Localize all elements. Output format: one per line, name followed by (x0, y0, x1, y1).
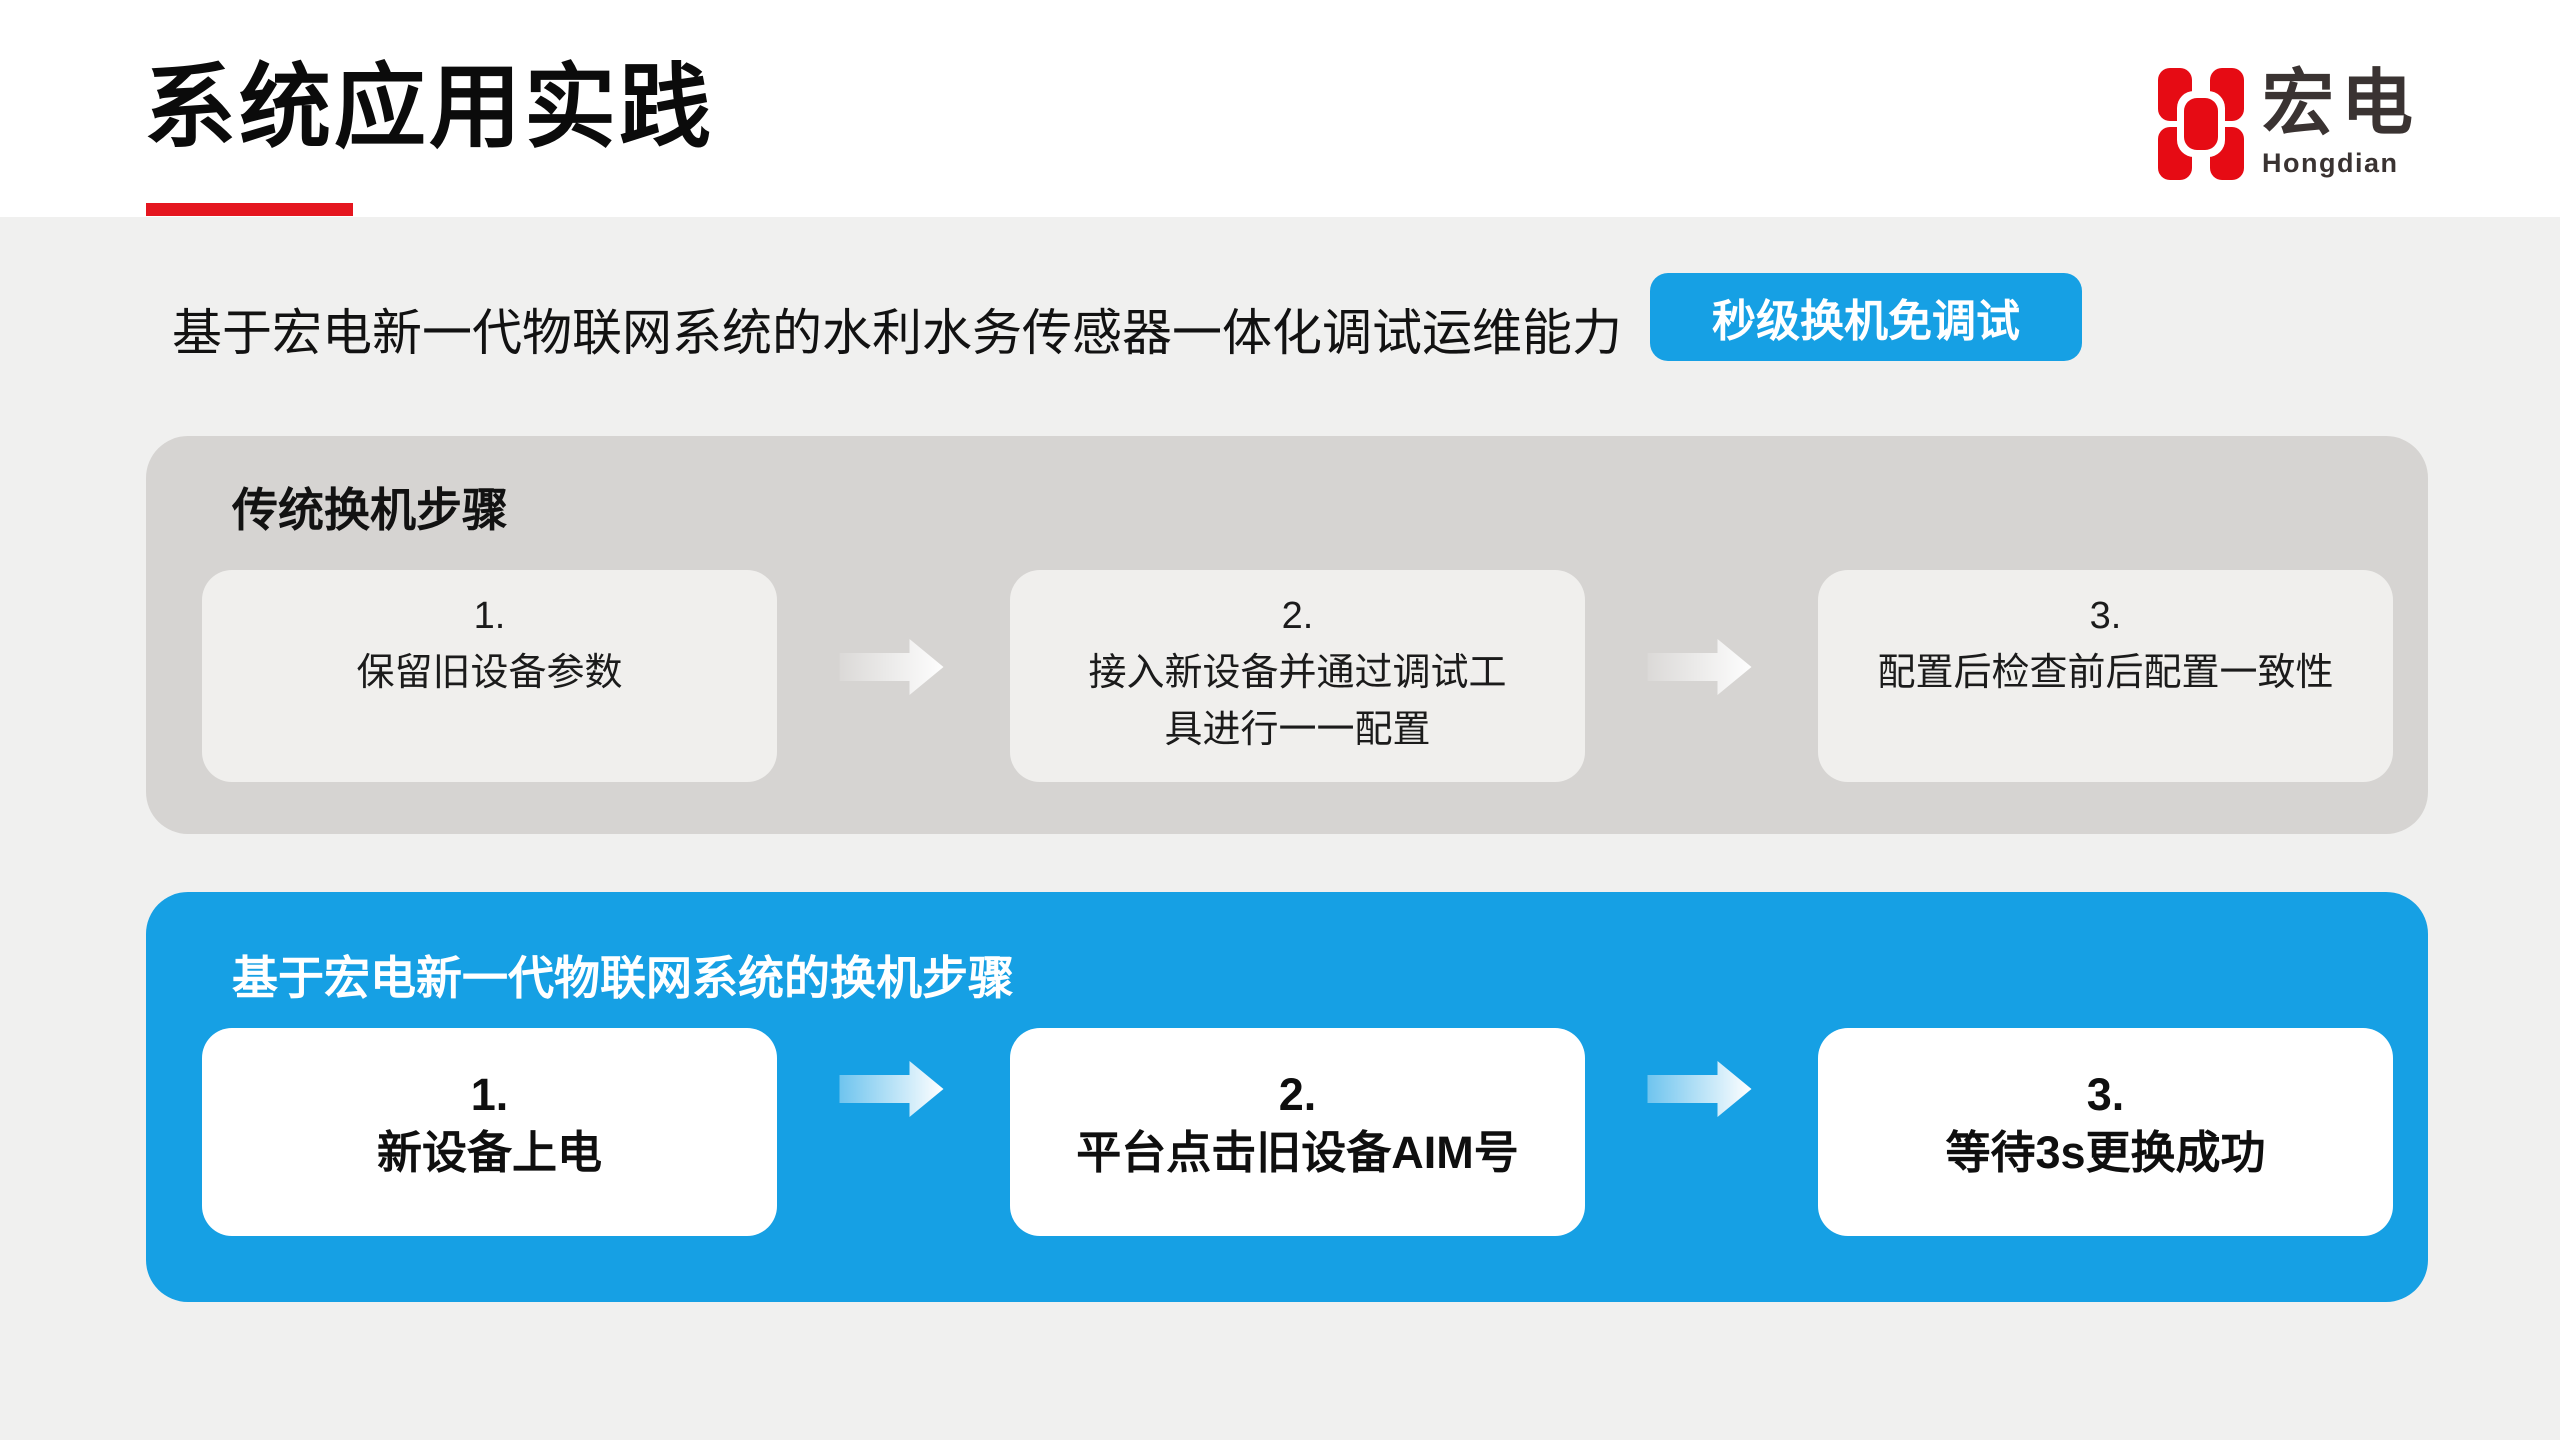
logo-name-cn: 宏电 (2262, 64, 2421, 144)
hongdian-h-icon (2158, 68, 2244, 180)
step-text: 保留旧设备参数 (356, 652, 623, 694)
hongdian-step-1-card: 1. 新设备上电 (202, 1028, 777, 1236)
logo-name-en: Hongdian (2262, 148, 2399, 178)
header-band: 系统应用实践 宏电 Hongdian (0, 0, 2560, 217)
step-number: 2. (1281, 595, 1314, 637)
arrow-right-icon (839, 639, 944, 695)
arrow-right-icon (839, 1061, 944, 1117)
step-number: 1. (470, 1069, 509, 1120)
step-number: 1. (473, 595, 506, 637)
traditional-step-1-card: 1. 保留旧设备参数 (202, 570, 777, 782)
traditional-flow-label: 传统换机步骤 (232, 484, 508, 536)
highlight-badge: 秒级换机免调试 (1650, 273, 2082, 361)
hongdian-step-3-card: 3. 等待3s更换成功 (1818, 1028, 2393, 1236)
title-underline (146, 203, 353, 216)
step-text: 配置后检查前后配置一致性 (1877, 652, 2334, 694)
step-number: 3. (2089, 595, 2122, 637)
step-text: 新设备上电 (376, 1127, 602, 1178)
logo-text: 宏电 Hongdian (2262, 68, 2420, 179)
traditional-step-2-card: 2. 接入新设备并通过调试工 具进行一一配置 (1010, 570, 1585, 782)
capability-subtitle: 基于宏电新一代物联网系统的水利水务传感器一体化调试运维能力 (172, 305, 1622, 361)
step-number: 2. (1278, 1069, 1317, 1120)
arrow-right-icon (1647, 1061, 1752, 1117)
arrow-right-icon (1647, 639, 1752, 695)
step-number: 3. (2086, 1069, 2125, 1120)
page-title: 系统应用实践 (144, 57, 715, 159)
hongdian-step-2-card: 2. 平台点击旧设备AIM号 (1010, 1028, 1585, 1236)
hongdian-logo: 宏电 Hongdian (2158, 68, 2420, 180)
traditional-step-3-card: 3. 配置后检查前后配置一致性 (1818, 570, 2393, 782)
hongdian-flow-panel: 基于宏电新一代物联网系统的换机步骤 1. 新设备上电 2. 平台点击旧设备AIM… (146, 892, 2428, 1302)
step-text: 等待3s更换成功 (1945, 1127, 2266, 1178)
step-text: 平台点击旧设备AIM号 (1076, 1127, 1519, 1178)
hongdian-flow-label: 基于宏电新一代物联网系统的换机步骤 (232, 952, 1014, 1004)
step-text: 接入新设备并通过调试工 具进行一一配置 (1088, 652, 1507, 751)
traditional-flow-panel: 传统换机步骤 1. 保留旧设备参数 2. 接入新设备并通过调试工 具进行一一配置… (146, 436, 2428, 834)
